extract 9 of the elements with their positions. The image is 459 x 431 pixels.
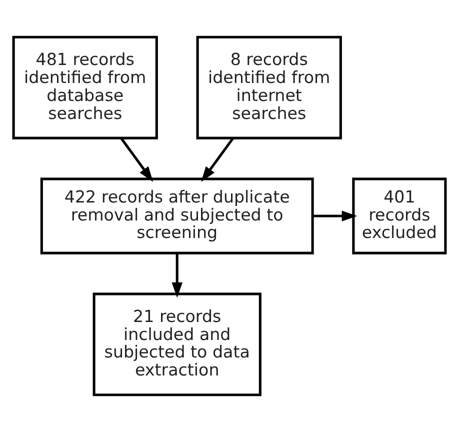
node-box: 422 records after duplicate removal and subjected to screening — [40, 177, 314, 254]
arrow — [201, 137, 234, 182]
arrow — [312, 210, 358, 221]
arrow — [172, 252, 182, 298]
node-box: 481 records identified from database searches — [12, 35, 158, 139]
arrow — [120, 137, 154, 182]
node-box: 8 records identified from internet searches — [196, 35, 342, 139]
node-box: 401 records excluded — [352, 177, 447, 254]
node-box: 21 records included and subjected to data extraction — [92, 292, 262, 396]
